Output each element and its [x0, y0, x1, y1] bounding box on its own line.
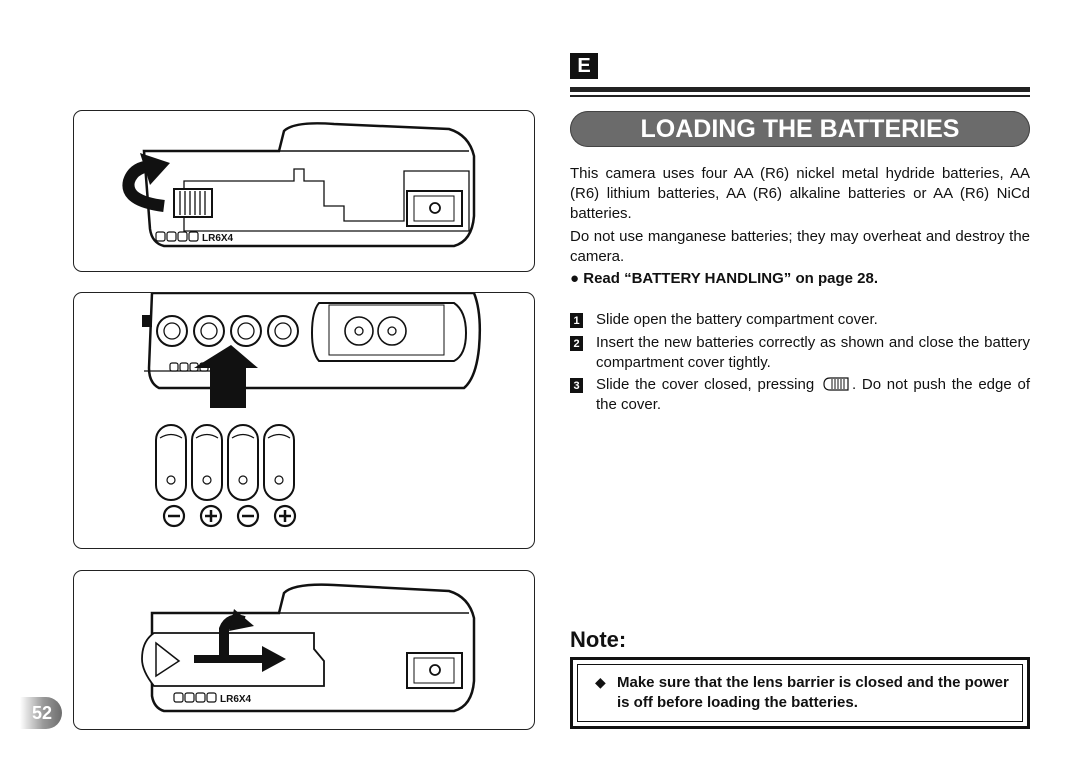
step-text: Slide open the battery compartment cover…	[596, 311, 878, 328]
read-reference-text: Read “BATTERY HANDLING” on page 28.	[583, 270, 878, 287]
step-2: 2 Insert the new batteries correctly as …	[570, 333, 1030, 373]
battery-label: LR6X4	[202, 233, 234, 244]
intro-paragraph: This camera uses four AA (R6) nickel met…	[570, 165, 1030, 222]
illustration-open-cover: LR6X4	[73, 110, 535, 272]
note-text: Make sure that the lens barrier is close…	[617, 674, 1009, 711]
camera-bottom-close-drawing: LR6X4	[141, 583, 476, 713]
section-badge: E	[570, 53, 598, 79]
step-number: 1	[570, 313, 583, 328]
step-text-after: . Do not push the edge of the cover.	[596, 376, 1030, 413]
bullet-icon: ●	[570, 270, 580, 287]
camera-bottom-open-drawing: LR6X4	[122, 122, 476, 248]
step-3: 3 Slide the cover closed, pressing . Do …	[570, 375, 1030, 415]
note-title: Note:	[570, 627, 627, 652]
warning-paragraph: Do not use manganese batteries; they may…	[570, 228, 1030, 265]
step-number: 3	[570, 378, 583, 393]
diamond-icon: ◆	[595, 674, 606, 690]
illustration-close-cover: LR6X4	[73, 570, 535, 730]
battery-insertion-drawing	[142, 293, 482, 528]
page-number: 52	[20, 697, 62, 729]
step-number: 2	[570, 336, 583, 351]
page-title: LOADING THE BATTERIES	[570, 111, 1030, 147]
note-box: ◆ Make sure that the lens barrier is clo…	[570, 657, 1030, 729]
step-1: 1 Slide open the battery compartment cov…	[570, 310, 1030, 330]
step-text-before: Slide the cover closed, pressing	[596, 376, 815, 393]
header-rule-thin	[570, 95, 1030, 97]
cover-switch-icon	[823, 377, 849, 391]
read-reference: ● Read “BATTERY HANDLING” on page 28.	[570, 269, 1030, 289]
step-text: Slide the cover closed, pressing . Do no…	[596, 375, 1030, 415]
battery-label-2: LR6X4	[220, 694, 252, 705]
header-rule	[570, 87, 1030, 92]
illustration-insert-batteries	[73, 292, 535, 549]
step-text: Insert the new batteries correctly as sh…	[596, 334, 1030, 371]
note-inner-border	[577, 664, 1023, 722]
